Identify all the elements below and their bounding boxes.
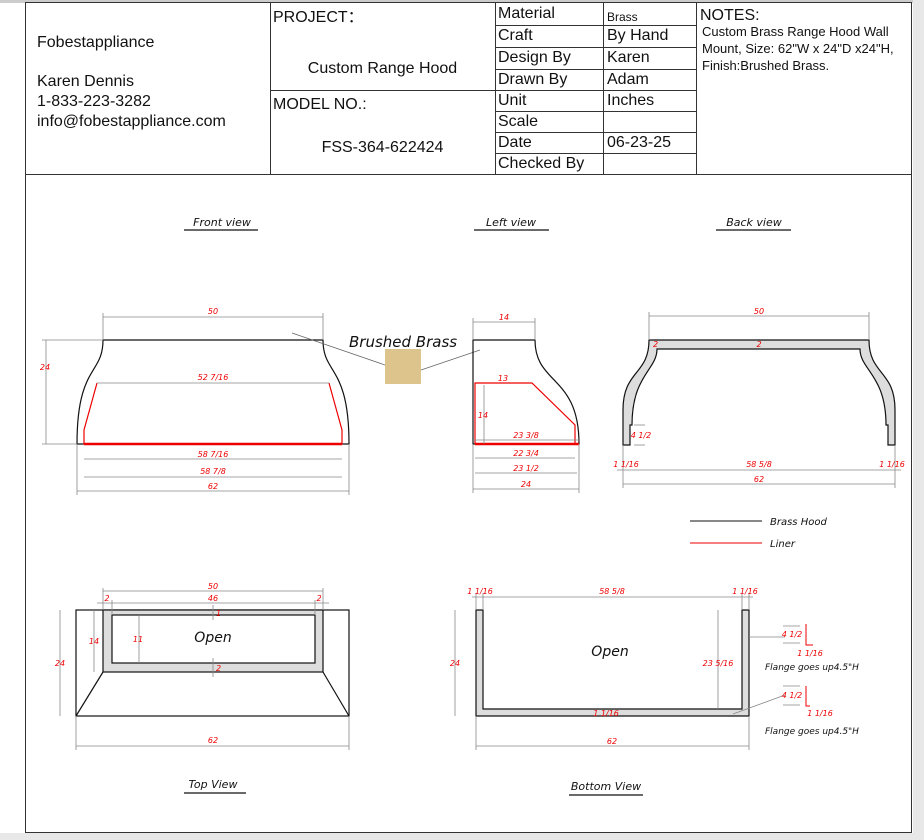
front-dim-inner-bottom: 58 7/8 <box>200 467 226 476</box>
back-dim-width: 62 <box>754 475 764 484</box>
model-label: MODEL NO.: <box>273 96 367 113</box>
top-view-title: Top View <box>189 778 238 791</box>
drawing-sheet: Fobestappliance Karen Dennis 1-833-223-3… <box>25 2 912 833</box>
company-name: Fobestappliance <box>37 34 155 51</box>
bottom-view-title: Bottom View <box>571 780 641 793</box>
field-label: Design By <box>498 49 571 66</box>
bottom-dim-depth: 24 <box>450 659 460 668</box>
front-dim-liner-top: 52 7/16 <box>198 373 229 382</box>
back-dim-inner: 58 5/8 <box>746 460 772 469</box>
field-label: Checked By <box>498 155 585 172</box>
back-hood-shell <box>622 339 896 446</box>
field-label: Date <box>498 134 532 151</box>
scrollbar[interactable] <box>913 0 924 840</box>
front-dim-height: 24 <box>40 363 50 372</box>
front-dim-width: 62 <box>208 482 218 491</box>
left-view-title: Left view <box>486 216 536 229</box>
finish-label: Brushed Brass <box>349 333 457 351</box>
phone: 1-833-223-3282 <box>37 93 151 110</box>
front-dimension-lines <box>42 313 350 495</box>
top-view: 50 2 46 2 1 2 14 11 24 62 Open Top View <box>55 582 350 794</box>
bottom-dim-left-wall: 1 1/16 <box>467 587 493 596</box>
title-block: Fobestappliance Karen Dennis 1-833-223-3… <box>26 3 911 175</box>
finish-callout: Brushed Brass <box>291 332 481 384</box>
legend: Brass Hood Liner <box>690 517 827 550</box>
back-dim-corner: 2 <box>653 340 658 349</box>
top-dim-inner: 46 <box>208 594 218 603</box>
window-top-edge <box>0 0 924 3</box>
bottom-view: 1 1/16 58 5/8 1 1/16 24 23 5/16 1 1/16 6… <box>450 587 859 796</box>
top-open-label: Open <box>194 630 231 646</box>
window-bottom-edge <box>0 833 924 840</box>
left-dim-top: 14 <box>499 313 509 322</box>
model-value: FSS-364-622424 <box>321 139 444 156</box>
field-label: Scale <box>498 113 539 130</box>
legend-label-hood: Brass Hood <box>770 517 827 528</box>
left-dim-liner-top: 13 <box>498 374 508 383</box>
left-view: Left view 14 13 14 23 3/8 22 3/4 23 1/2 … <box>472 216 580 493</box>
field-value: By Hand <box>607 27 669 44</box>
back-dim-top: 50 <box>754 307 764 316</box>
bottom-dim-width: 62 <box>607 737 617 746</box>
field-value: Inches <box>607 92 655 109</box>
legend-label-liner: Liner <box>770 539 796 550</box>
back-dim-mid: 2 <box>756 340 761 349</box>
top-dim-left: 2 <box>104 594 109 603</box>
field-value: Karen <box>607 49 650 66</box>
left-dim-liner-height: 14 <box>478 411 488 420</box>
bottom-dim-inner-depth: 23 5/16 <box>703 659 734 668</box>
top-dim-width: 62 <box>208 736 218 745</box>
top-dim-outer: 50 <box>208 582 218 591</box>
front-dim-top: 50 <box>208 307 218 316</box>
brushed-brass-swatch <box>385 349 421 384</box>
callout-2-text: Flange goes up4.5"H <box>765 727 859 737</box>
front-hood-outline <box>76 339 350 445</box>
flange-detail <box>805 624 813 707</box>
project-value: Custom Range Hood <box>307 60 458 77</box>
field-value: 06-23-25 <box>607 134 672 151</box>
front-view: Front view 50 24 52 7/16 58 7/16 58 7/8 … <box>40 216 350 495</box>
field-label: Drawn By <box>498 71 568 88</box>
left-liner <box>474 382 576 444</box>
field-value: Brass <box>607 10 638 24</box>
bottom-dim-right-wall: 1 1/16 <box>732 587 758 596</box>
top-dim-right: 2 <box>316 594 321 603</box>
bottom-dim-back-wall: 1 1/16 <box>593 709 619 718</box>
top-dim-front-rail: 1 <box>216 609 221 618</box>
left-dim-2: 22 3/4 <box>513 449 539 458</box>
project-label: PROJECT： <box>273 9 364 26</box>
notes-label: NOTES: <box>700 7 760 24</box>
back-dim-left-wall: 1 1/16 <box>613 460 639 469</box>
top-dim-frame-height: 14 <box>89 637 99 646</box>
left-hood-outline <box>472 339 580 445</box>
callout-2-height: 4 1/2 <box>782 691 803 700</box>
contact-name: Karen Dennis <box>37 73 134 90</box>
back-dim-right-wall: 1 1/16 <box>879 460 905 469</box>
bottom-dim-inner: 58 5/8 <box>599 587 625 596</box>
field-value: Adam <box>607 71 649 88</box>
callout-1-thickness: 1 1/16 <box>797 649 823 658</box>
back-dim-flange: 4 1/2 <box>631 431 652 440</box>
top-dim-open-height: 11 <box>133 635 143 644</box>
field-label: Unit <box>498 92 527 109</box>
front-view-title: Front view <box>193 216 251 229</box>
top-dim-back-rail: 2 <box>216 664 221 673</box>
callout-1-text: Flange goes up4.5"H <box>765 663 859 673</box>
back-view: Back view 50 2 2 4 1/2 1 1/16 58 5/8 1 1… <box>613 216 905 488</box>
field-label: Craft <box>498 27 533 44</box>
callout-2-thickness: 1 1/16 <box>807 709 833 718</box>
bottom-open-label: Open <box>591 644 628 660</box>
left-dim-3: 23 1/2 <box>513 464 539 473</box>
callout-1-height: 4 1/2 <box>782 630 803 639</box>
front-dim-liner-bottom: 58 7/16 <box>198 450 229 459</box>
top-dim-depth: 24 <box>55 659 65 668</box>
front-liner <box>83 382 343 445</box>
back-view-title: Back view <box>726 216 782 229</box>
email: info@fobestappliance.com <box>37 113 226 130</box>
field-label: Material <box>498 5 555 22</box>
left-dim-1: 23 3/8 <box>513 431 539 440</box>
notes-text: Custom Brass Range Hood Wall Mount, Size… <box>702 24 894 73</box>
left-dim-depth: 24 <box>521 480 531 489</box>
